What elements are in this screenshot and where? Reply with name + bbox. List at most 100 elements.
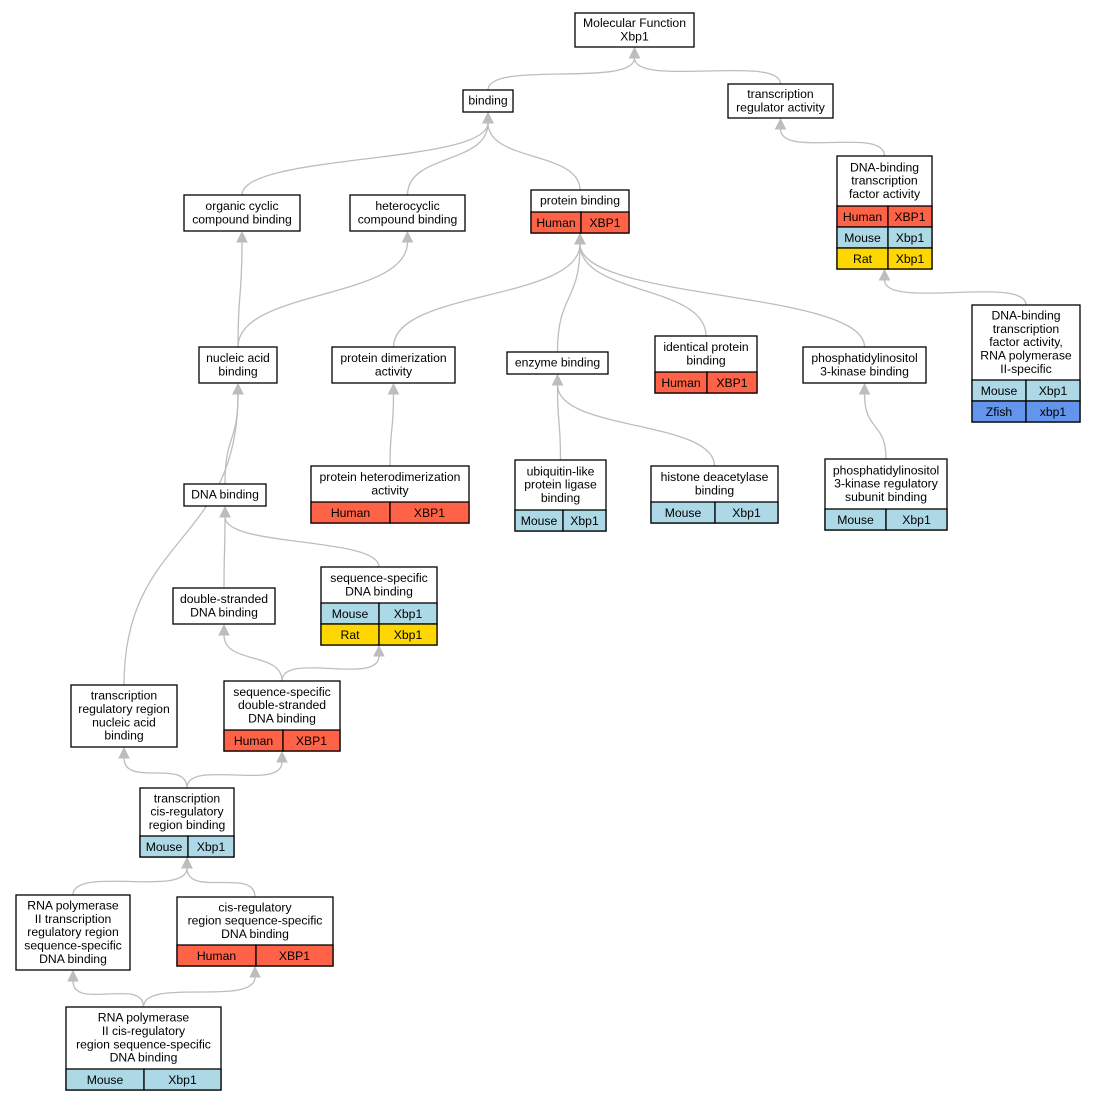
edge-line <box>863 393 887 460</box>
edge-arrowhead <box>574 232 586 245</box>
edge-dnab-to-nab <box>224 382 244 485</box>
edge-line <box>186 867 256 898</box>
node-label-line: binding <box>695 483 734 497</box>
edge-arrowhead <box>858 382 871 395</box>
node-label-line: sequence-specific <box>233 685 331 699</box>
gene-cell <box>282 729 341 752</box>
node-label-line: transcription <box>851 174 917 188</box>
gene-symbol: XBP1 <box>894 210 925 224</box>
species-label: Mouse <box>844 231 881 245</box>
node-binding[interactable]: binding <box>462 89 514 113</box>
edge-line <box>883 279 1027 306</box>
species-label: Rat <box>853 252 873 266</box>
node-box <box>15 894 131 971</box>
node-label-line: activity <box>371 483 409 497</box>
node-box <box>183 194 301 232</box>
edge-ocb-to-binding <box>241 111 494 196</box>
edge-arrowhead <box>219 505 231 518</box>
node-label-line: compound binding <box>358 212 458 226</box>
edge-line <box>72 980 145 1008</box>
node-eb[interactable]: enzyme binding <box>506 351 609 375</box>
node-box <box>574 12 695 48</box>
node-box <box>802 346 927 384</box>
node-label-line: regulatory region <box>27 925 118 939</box>
edge-arrowhead <box>67 969 79 982</box>
edge-line <box>779 128 886 157</box>
node-label-line: activity <box>375 364 413 378</box>
node-label-line: binding <box>541 491 580 505</box>
gene-symbol: XBP1 <box>296 734 327 748</box>
node-label-line: II cis-regulatory <box>102 1024 186 1038</box>
node-label-line: DNA-binding <box>850 160 919 174</box>
edge-pb-to-binding <box>482 111 581 191</box>
node-label-line: factor activity <box>849 187 921 201</box>
node-label-line: double-stranded <box>238 698 326 712</box>
edge-rpol2cr-to-crrssdb <box>142 965 261 1008</box>
node-label-line: binding <box>218 364 257 378</box>
node-label-line: phosphatidylinositol <box>833 463 939 477</box>
node-dnab[interactable]: DNA binding <box>183 483 267 507</box>
edge-line <box>186 761 283 789</box>
node-box <box>727 83 834 119</box>
node-label-line: protein ligase <box>524 478 597 492</box>
node-label-line: subunit binding <box>845 490 927 504</box>
edge-phda-to-pda <box>387 382 400 467</box>
node-label-line: II transcription <box>35 912 112 926</box>
species-label: Mouse <box>665 506 702 520</box>
gene-symbol: Xbp1 <box>896 231 925 245</box>
species-label: Mouse <box>146 840 183 854</box>
node-label-line: enzyme binding <box>515 356 600 370</box>
gene-symbol: Xbp1 <box>394 607 423 621</box>
edge-dbtfa-to-tra <box>774 117 886 157</box>
edge-line <box>281 655 380 682</box>
species-label: Mouse <box>332 607 369 621</box>
species-label: Rat <box>341 628 361 642</box>
node-label-line: DNA binding <box>110 1051 178 1065</box>
node-label-line: nucleic acid <box>92 715 156 729</box>
edge-line <box>556 243 581 353</box>
edge-arrowhead <box>401 230 414 243</box>
node-label-line: transcription <box>993 322 1059 336</box>
edge-line <box>223 516 226 589</box>
node-label-line: binding <box>468 94 507 108</box>
edge-rpol2cr-to-rpol2tr <box>67 969 145 1008</box>
node-label-line: Molecular Function <box>583 16 686 30</box>
edge-line <box>142 976 256 1008</box>
node-label-line: protein heterodimerization <box>320 470 461 484</box>
node-box <box>331 346 456 384</box>
node-box <box>506 351 609 375</box>
node-label-line: DNA binding <box>191 488 259 502</box>
edge-line <box>487 57 636 91</box>
gene-symbol: Xbp1 <box>732 506 761 520</box>
edge-line <box>487 122 581 191</box>
node-label-line: regulatory region <box>78 702 169 716</box>
species-label: Mouse <box>837 513 874 527</box>
node-label-line: cis-regulatory <box>218 900 292 914</box>
gene-cell <box>562 509 607 532</box>
node-label-line: factor activity, <box>989 335 1063 349</box>
gene-cell <box>706 371 758 394</box>
